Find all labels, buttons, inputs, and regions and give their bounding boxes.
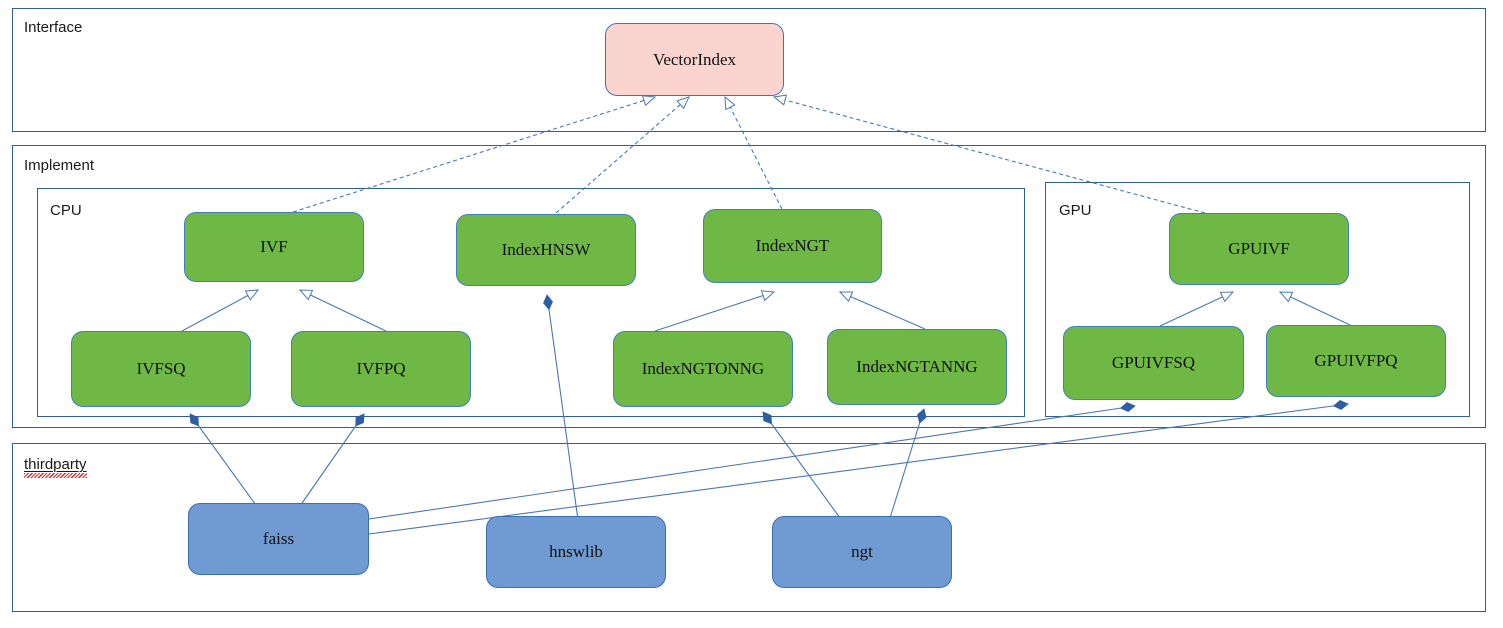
node-index-hnsw[interactable]: IndexHNSW: [456, 214, 636, 286]
node-vector-index[interactable]: VectorIndex: [605, 23, 784, 96]
node-gpuivf[interactable]: GPUIVF: [1169, 213, 1349, 285]
node-gpuivfsq[interactable]: GPUIVFSQ: [1063, 326, 1244, 400]
frame-gpu-label: GPU: [1059, 202, 1092, 219]
node-index-ngtanng[interactable]: IndexNGTANNG: [827, 329, 1007, 405]
node-gpuivfpq[interactable]: GPUIVFPQ: [1266, 325, 1446, 397]
frame-implement-label: Implement: [24, 157, 95, 174]
node-index-ngt[interactable]: IndexNGT: [703, 209, 882, 283]
node-ivfpq[interactable]: IVFPQ: [291, 331, 471, 407]
spellcheck-squiggle: [24, 473, 87, 478]
frame-thirdparty-label: thirdparty: [24, 456, 87, 478]
node-ngt[interactable]: ngt: [772, 516, 952, 588]
node-hnswlib[interactable]: hnswlib: [486, 516, 666, 588]
node-ivfsq[interactable]: IVFSQ: [71, 331, 251, 407]
node-faiss[interactable]: faiss: [188, 503, 369, 575]
node-index-ngtonng[interactable]: IndexNGTONNG: [613, 331, 793, 407]
frame-interface-label: Interface: [24, 19, 83, 36]
frame-cpu-label: CPU: [50, 202, 82, 219]
node-ivf[interactable]: IVF: [184, 212, 364, 282]
frame-thirdparty-label-text: thirdparty: [24, 456, 87, 473]
